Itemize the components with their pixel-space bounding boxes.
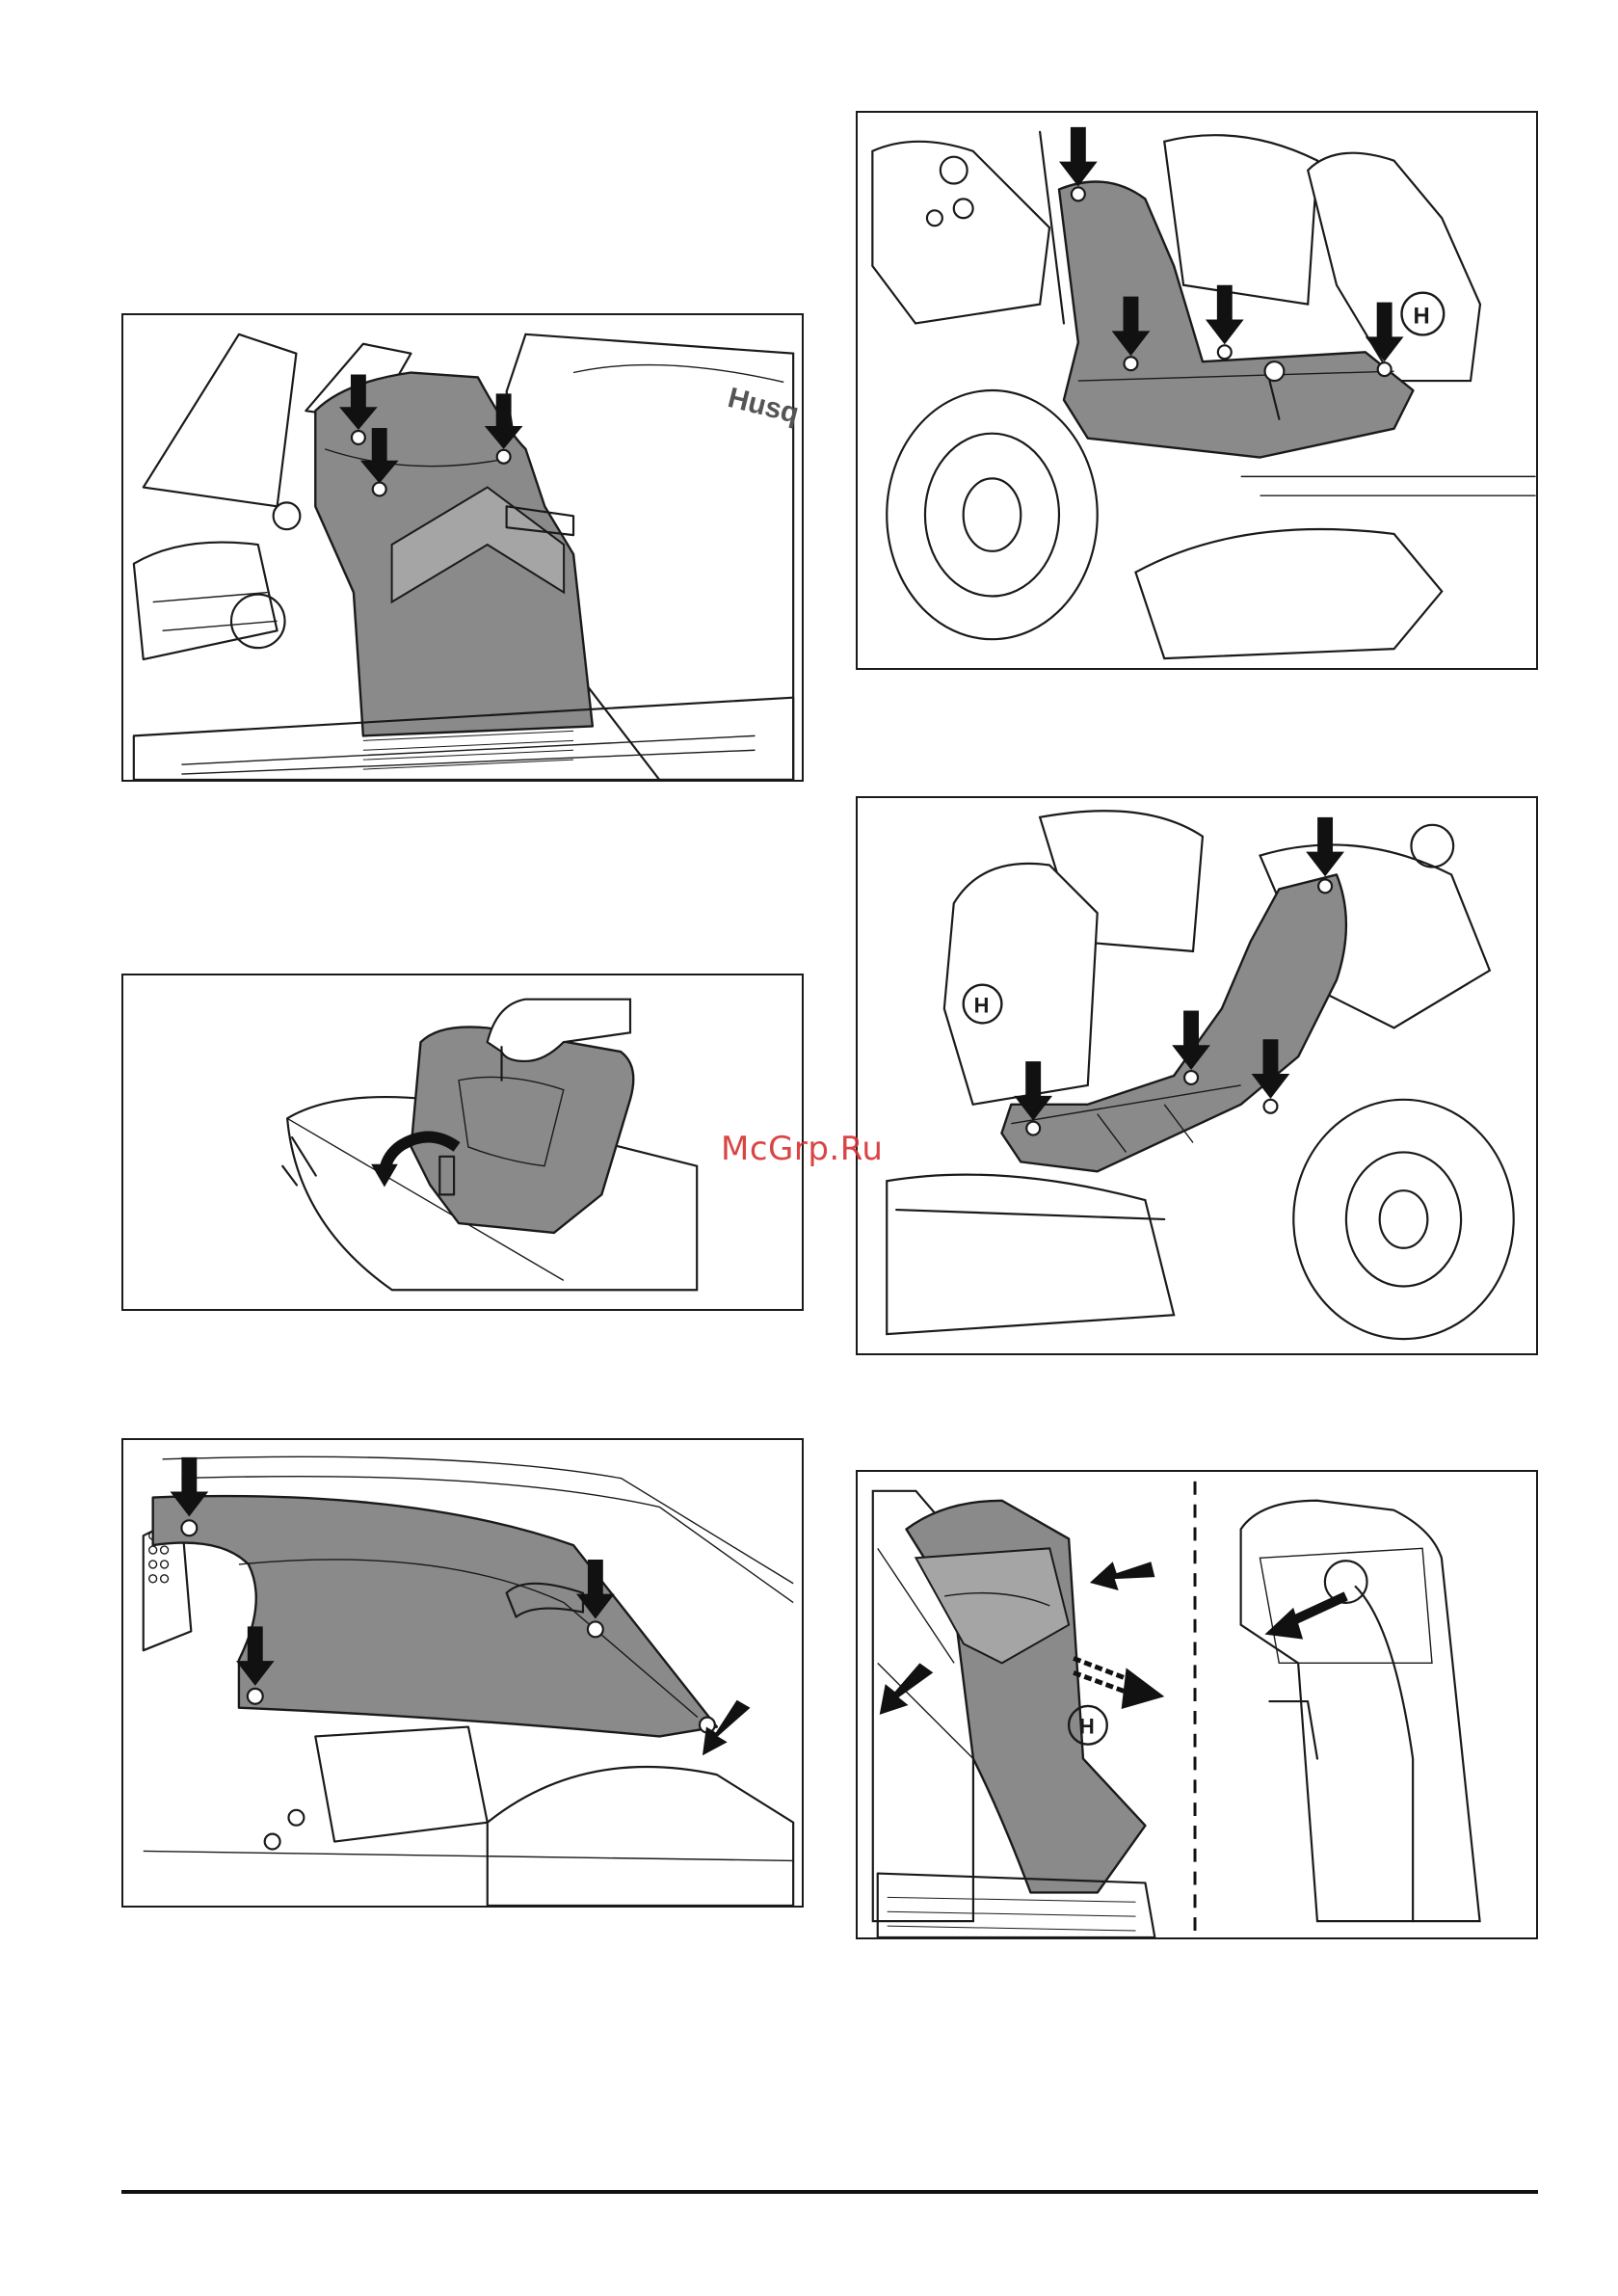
figure-steering-cover: H (856, 1470, 1538, 1939)
figure-side-panel-screws (121, 1438, 804, 1908)
figure-cover-lift-off (121, 974, 804, 1311)
down-arrow-icon (1059, 127, 1098, 187)
svg-text:H: H (1413, 303, 1429, 329)
pull-arrow-icon (1074, 1658, 1164, 1709)
footplate-left-illustration: H (858, 798, 1536, 1353)
cover-lift-illustration (123, 975, 802, 1309)
diagonal-arrow-icon (1090, 1562, 1154, 1590)
footer-rule (121, 2190, 1538, 2194)
svg-text:H: H (1079, 1715, 1095, 1739)
footplate-right-illustration: H (858, 113, 1536, 668)
svg-text:H: H (974, 993, 990, 1017)
figure-footplate-right: H (856, 111, 1538, 670)
figure-footplate-left: H (856, 796, 1538, 1355)
side-panel-illustration (123, 1440, 802, 1906)
watermark-text: McGrp.Ru (721, 1130, 883, 1168)
engine-cover-illustration: Husq (123, 315, 802, 780)
steering-cover-illustration: H (858, 1472, 1536, 1937)
figure-engine-cover: Husq (121, 313, 804, 782)
